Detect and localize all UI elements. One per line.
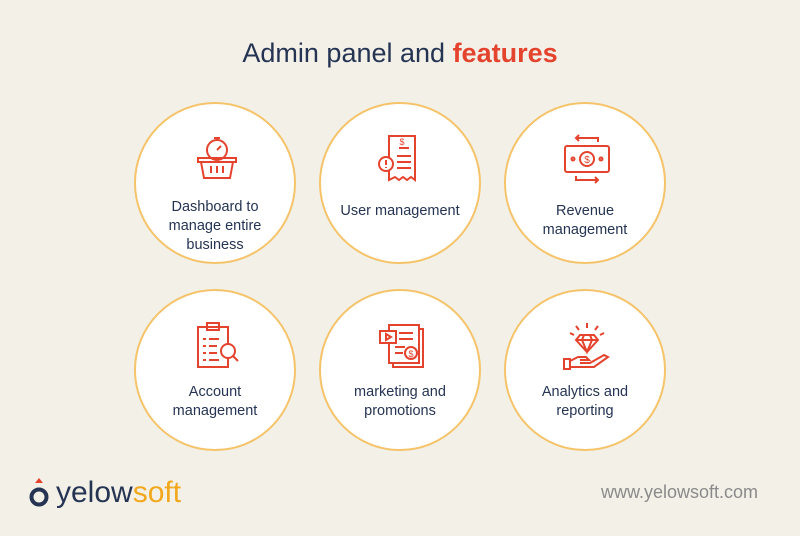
feature-label: marketing and promotions: [354, 384, 446, 419]
clipboard-search-icon: [197, 322, 239, 368]
feature-label: Account management: [172, 384, 258, 419]
feature-analytics: Analytics and reporting: [504, 289, 666, 451]
page-title: Admin panel and features: [0, 38, 800, 69]
feature-label: User management: [340, 203, 460, 219]
feature-user: $ User management: [319, 102, 481, 264]
feature-revenue: $ Revenue management: [504, 102, 666, 264]
feature-marketing: $ marketing and promotions: [319, 289, 481, 451]
logo-text-b: soft: [132, 476, 182, 509]
diamond-hand-icon: [563, 323, 610, 370]
logo-mark-icon: [29, 478, 49, 507]
basket-stopwatch-icon: [197, 137, 237, 179]
feature-account: Account management: [134, 289, 296, 451]
svg-text:$: $: [408, 349, 413, 359]
feature-label: Analytics and reporting: [541, 384, 629, 419]
feature-dashboard: Dashboard to manage entire business: [134, 102, 296, 264]
feature-label: Dashboard to manage entire business: [168, 199, 262, 253]
logo-text-a: yelow: [56, 476, 133, 509]
title-highlight: features: [452, 38, 558, 68]
svg-text:$: $: [399, 137, 404, 147]
invoice-alert-icon: $: [378, 135, 416, 182]
feature-label: Revenue management: [542, 203, 628, 238]
media-documents-icon: $: [379, 324, 424, 368]
yelowsoft-logo: yelowsoft: [28, 476, 181, 510]
money-exchange-icon: $: [564, 134, 610, 184]
website-url: www.yelowsoft.com: [600, 482, 758, 502]
svg-text:$: $: [584, 155, 590, 166]
title-main: Admin panel and: [242, 38, 446, 68]
